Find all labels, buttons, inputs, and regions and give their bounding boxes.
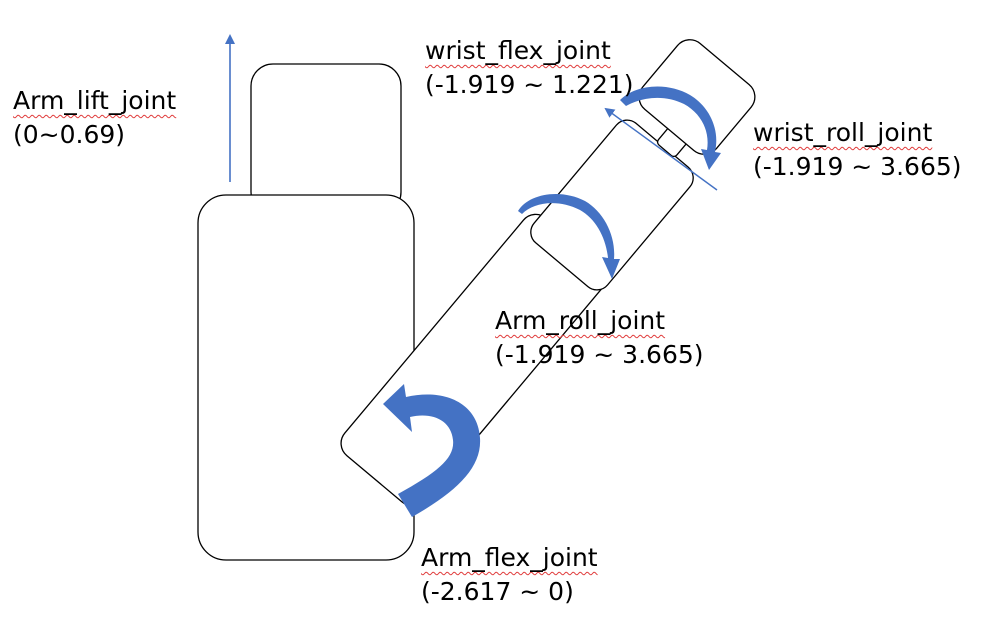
wrist-flex-axis-arrow <box>604 107 718 191</box>
arm-lift-joint-range: (0~0.69) <box>13 120 126 149</box>
arm-flex-joint-range: (-2.617 ~ 0) <box>421 577 574 606</box>
arm-roll-joint-name: Arm_roll_joint <box>495 306 666 335</box>
arm-roll-rotation-arrow <box>518 193 620 279</box>
arm-roll-joint-label: Arm_roll_joint (-1.919 ~ 3.665) <box>495 304 704 372</box>
arm-roll-joint-range: (-1.919 ~ 3.665) <box>495 340 704 369</box>
wrist-roll-joint-name: wrist_roll_joint <box>753 118 933 147</box>
wrist-roll-joint-range: (-1.919 ~ 3.665) <box>753 152 962 181</box>
arm-flex-joint-label: Arm_flex_joint (-2.617 ~ 0) <box>421 541 598 609</box>
wrist-roll-rotation-arrow <box>620 86 721 170</box>
arm-lift-joint-label: Arm_lift_joint (0~0.69) <box>13 84 176 152</box>
arm-flex-rotation-arrow <box>383 384 481 517</box>
lift-column-top <box>250 63 402 215</box>
arm-flex-joint-name: Arm_flex_joint <box>421 543 598 572</box>
torso-body <box>197 194 415 561</box>
wrist-flex-joint-range: (-1.919 ~ 1.221) <box>425 70 634 99</box>
hand-link <box>638 39 756 155</box>
wrist-flex-joint-name: wrist_flex_joint <box>425 36 611 65</box>
wrist-roll-joint-label: wrist_roll_joint (-1.919 ~ 3.665) <box>753 116 962 184</box>
wrist-flex-joint-label: wrist_flex_joint (-1.919 ~ 1.221) <box>425 34 634 102</box>
arm-lift-joint-name: Arm_lift_joint <box>13 86 177 115</box>
